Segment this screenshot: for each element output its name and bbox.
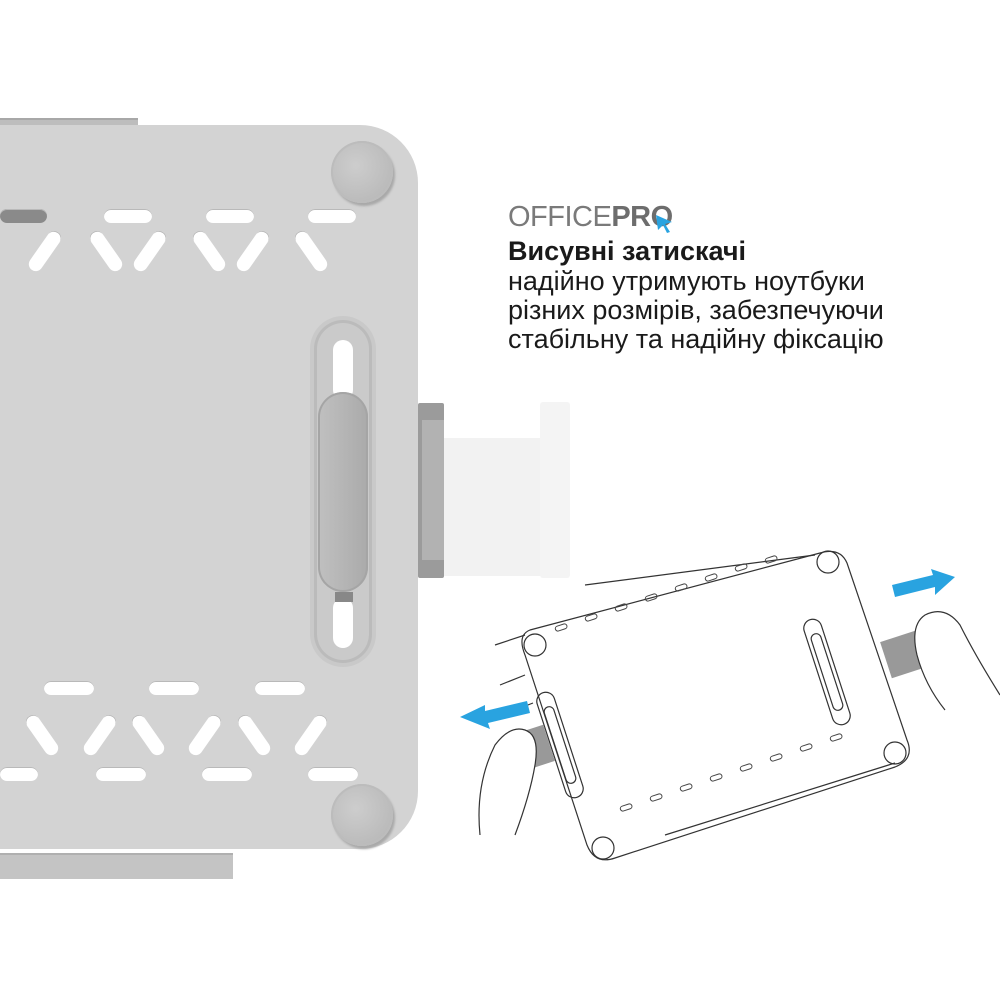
clamp-slider-stem — [335, 592, 353, 602]
track-slot-upper — [333, 340, 353, 400]
cursor-arrow-icon — [656, 215, 672, 233]
usage-illustration — [460, 550, 1000, 861]
brand-logo: OFFICEPRO — [508, 201, 673, 234]
left-hand — [478, 728, 537, 836]
arrow-left-icon — [460, 701, 530, 729]
clamp-arm-face — [422, 420, 444, 560]
feature-body-line-2: різних розмірів, забезпечуючи — [508, 295, 884, 325]
vent-slot — [308, 209, 356, 223]
feature-body-line-1: надійно утримують ноутбуки — [508, 266, 865, 296]
vent-slot — [0, 209, 47, 223]
logo-office: OFFICE — [508, 201, 612, 233]
logo-pro: PRO — [611, 201, 673, 233]
rubber-foot-bottom — [331, 784, 393, 846]
plate-top-lip — [0, 118, 138, 129]
vent-slot — [0, 767, 38, 781]
rubber-foot-top — [331, 141, 393, 203]
vent-slot — [44, 681, 94, 695]
vent-slot — [308, 767, 358, 781]
clamp-slider-knob — [318, 392, 368, 592]
vent-slot — [202, 767, 252, 781]
plate-bottom-lip — [0, 853, 233, 879]
stand-outline — [521, 550, 910, 861]
clamp-extension-ghost-end — [540, 402, 570, 578]
vent-slot — [104, 209, 152, 223]
arrow-right-icon — [892, 569, 955, 597]
track-slot-lower — [333, 598, 353, 648]
feature-body-line-3: стабільну та надійну фіксацію — [508, 324, 884, 354]
vent-slot — [96, 767, 146, 781]
vent-slot — [149, 681, 199, 695]
vent-slot — [206, 209, 254, 223]
vent-slot — [255, 681, 305, 695]
feature-headline: Висувні затискачі — [508, 236, 746, 266]
right-hand — [914, 611, 1000, 711]
clamp-extension-ghost — [444, 438, 544, 576]
